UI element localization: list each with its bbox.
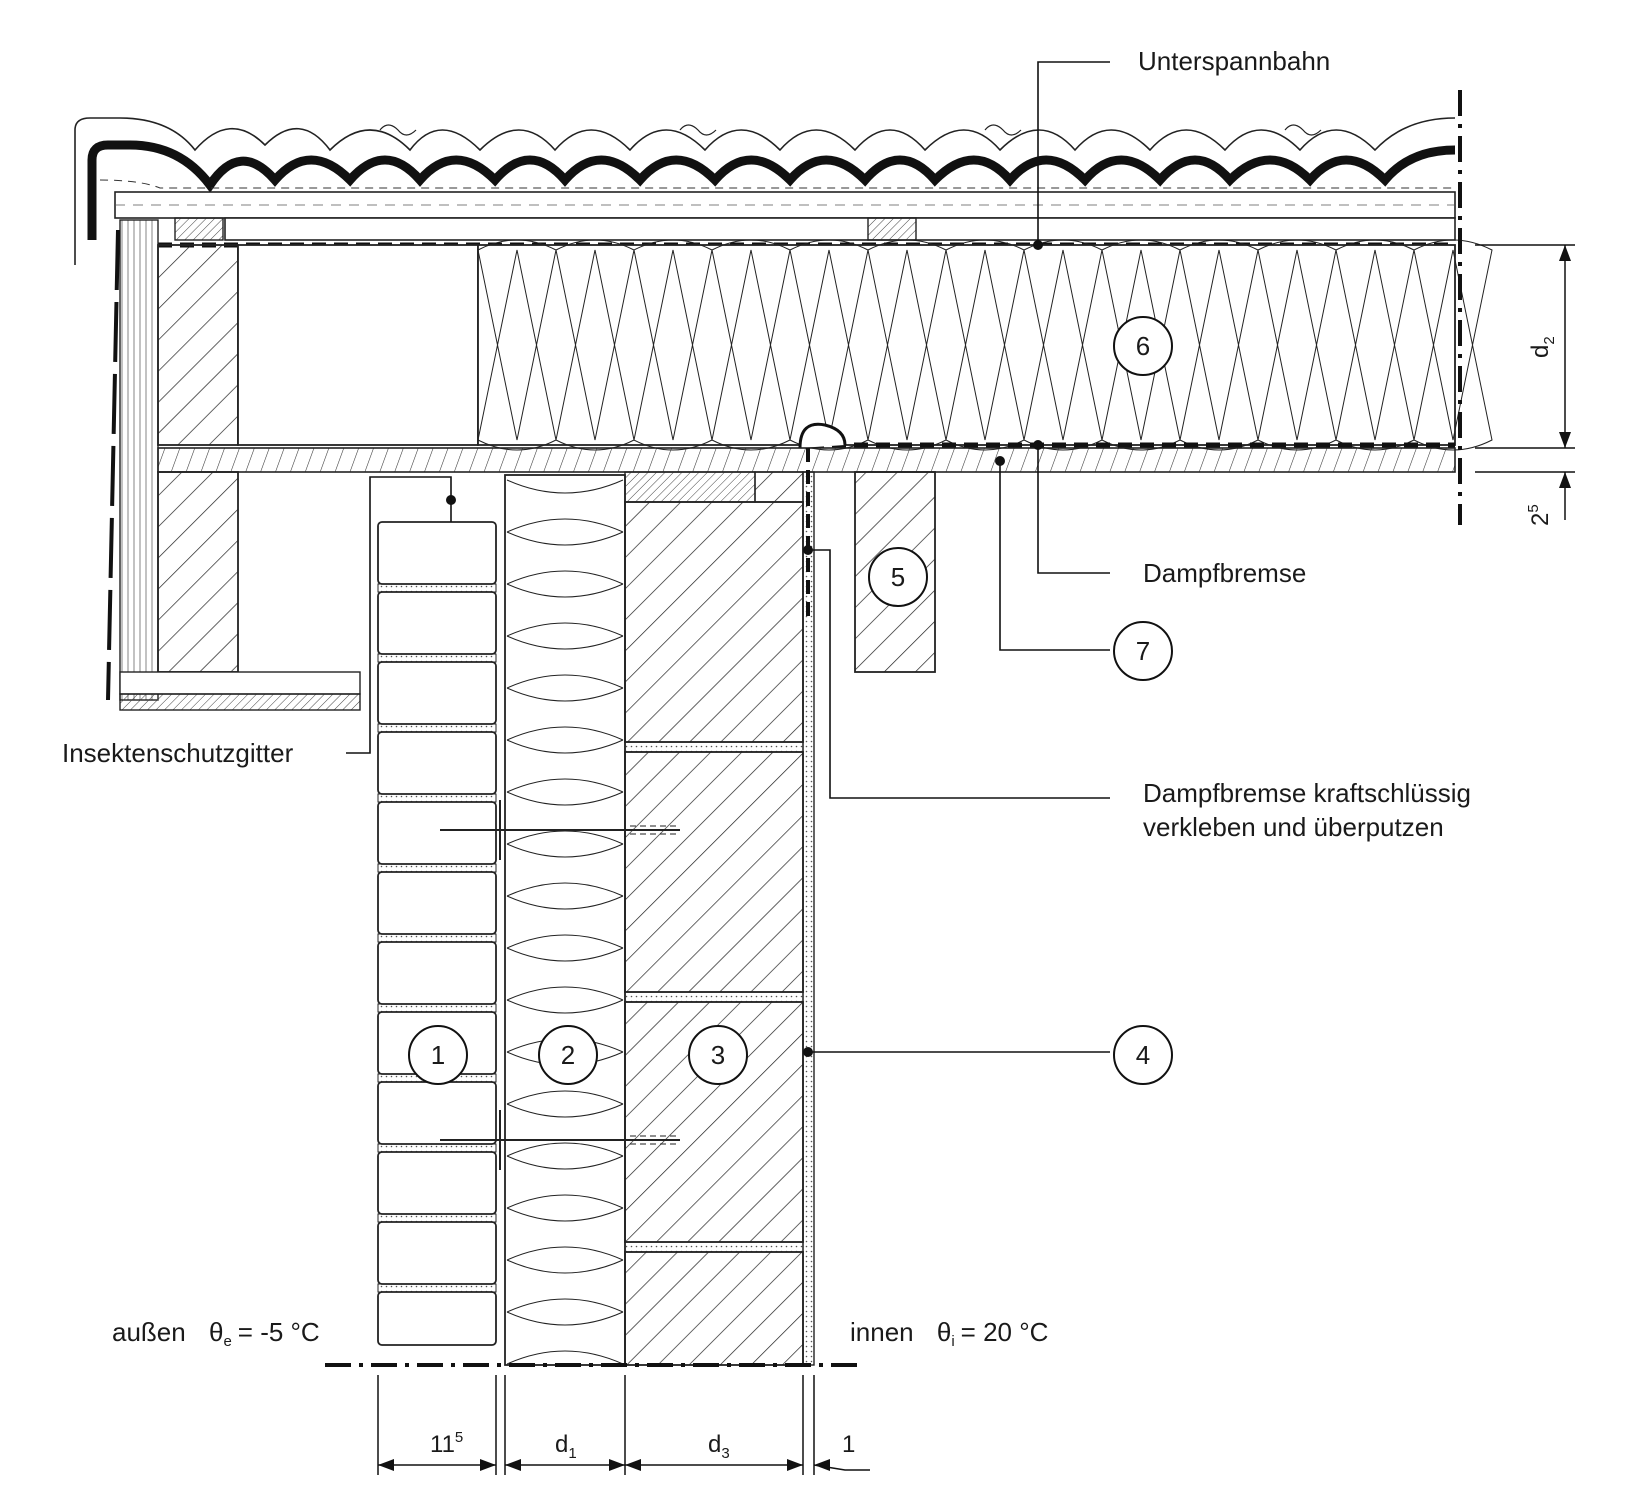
brick (377, 871, 497, 935)
dim-brick-main: 11 (430, 1431, 455, 1458)
wall-ties (440, 800, 680, 1170)
inside-symbol: θ (937, 1317, 951, 1347)
dim-brick: 115 (430, 1429, 463, 1458)
dim-d1: d1 (555, 1431, 577, 1462)
mortar-joint (377, 793, 497, 803)
brick (377, 1221, 497, 1285)
insulation-fibre-loop (506, 1207, 624, 1261)
leader-lines (346, 61, 1110, 1053)
brick (377, 941, 497, 1005)
mortar-joint (377, 583, 497, 593)
brick (377, 1291, 497, 1346)
mortar-joint (377, 1143, 497, 1153)
insulation-fibre-loop (506, 583, 624, 637)
dimension-arrows (378, 245, 1571, 1471)
brick (377, 801, 497, 865)
outside-sub: e (223, 1333, 231, 1350)
marker-7: 7 (1136, 636, 1150, 666)
leader-dots (446, 240, 1043, 1057)
roof-tiles (74, 117, 1456, 265)
break-lines (325, 90, 1462, 1367)
inside-climate: innen θi = 20 °C (850, 1317, 1048, 1350)
outside-climate: außen θe = -5 °C (112, 1317, 320, 1350)
marker-3: 3 (711, 1040, 725, 1070)
dim-board: 25 (1525, 504, 1554, 526)
mortar-joint (377, 933, 497, 943)
marker-6: 6 (1136, 331, 1150, 361)
dim-d2-main: d (1527, 345, 1554, 358)
insulation-fibre-loop (506, 1103, 624, 1157)
insulation-fibre-loop (506, 1155, 624, 1209)
outside-value: = -5 °C (238, 1317, 320, 1347)
label-dampfbremse-note-2: verkleben und überputzen (1143, 812, 1444, 842)
marker-4: 4 (1136, 1040, 1150, 1070)
dim-d1-main: d (555, 1431, 568, 1458)
dim-d1-sub: 1 (568, 1445, 576, 1462)
mortar-joint (377, 1213, 497, 1223)
marker-circles (408, 316, 1173, 1085)
dim-d3: d3 (708, 1431, 730, 1462)
insulation-fibre-loop (506, 895, 624, 949)
dim-board-sup: 5 (1525, 504, 1542, 512)
mortar-joint (377, 653, 497, 663)
label-dampfbremse-note-1: Dampfbremse kraftschlüssig (1143, 778, 1471, 808)
insulation-fibre-loop (506, 531, 624, 585)
insulation-fibre-loop (506, 635, 624, 689)
outside-word: außen (112, 1317, 186, 1347)
dimension-lines (377, 244, 1575, 1475)
interior-plaster (802, 448, 815, 1366)
marker-1: 1 (431, 1040, 445, 1070)
masonry-inner-leaf (624, 471, 804, 1366)
label-dampfbremse: Dampfbremse (1143, 558, 1306, 588)
dim-plaster: 1 (842, 1431, 855, 1458)
brick (377, 1151, 497, 1215)
eaves-fascia (106, 219, 361, 711)
facing-brick-wall (377, 521, 497, 1346)
mortar-joint (377, 863, 497, 873)
dim-d3-main: d (708, 1431, 721, 1458)
insulation-fibre-loop (506, 739, 624, 793)
insulation-fibre-loop (506, 687, 624, 741)
dim-d3-sub: 3 (721, 1445, 729, 1462)
inside-value: = 20 °C (961, 1317, 1049, 1347)
core-insulation (504, 474, 626, 1366)
insulation-fibre-loop (506, 479, 624, 533)
outside-symbol: θ (209, 1317, 223, 1347)
dim-brick-sup: 5 (455, 1429, 463, 1446)
label-insektenschutzgitter: Insektenschutzgitter (62, 738, 294, 768)
mortar-joint (377, 1283, 497, 1293)
mortar-joint (377, 1003, 497, 1013)
inside-word: innen (850, 1317, 914, 1347)
insulation-fibre-loop (506, 1259, 624, 1313)
mortar-joint (377, 723, 497, 733)
brick (377, 661, 497, 725)
brick (377, 731, 497, 795)
dim-d2-sub: 2 (1541, 336, 1558, 344)
marker-5: 5 (891, 562, 905, 592)
insulation-fibre-loop (506, 1311, 624, 1365)
brick (377, 1081, 497, 1145)
brick (377, 521, 497, 585)
dim-d2: d2 (1527, 336, 1558, 358)
insulation-fibre-loop (506, 843, 624, 897)
label-unterspannbahn: Unterspannbahn (1138, 46, 1330, 76)
dim-board-main: 2 (1527, 513, 1554, 526)
insulation-fibre-loop (506, 947, 624, 1001)
roof-insulation-layer (157, 239, 1493, 451)
brick (377, 591, 497, 655)
inside-sub: i (951, 1333, 954, 1350)
marker-2: 2 (561, 1040, 575, 1070)
